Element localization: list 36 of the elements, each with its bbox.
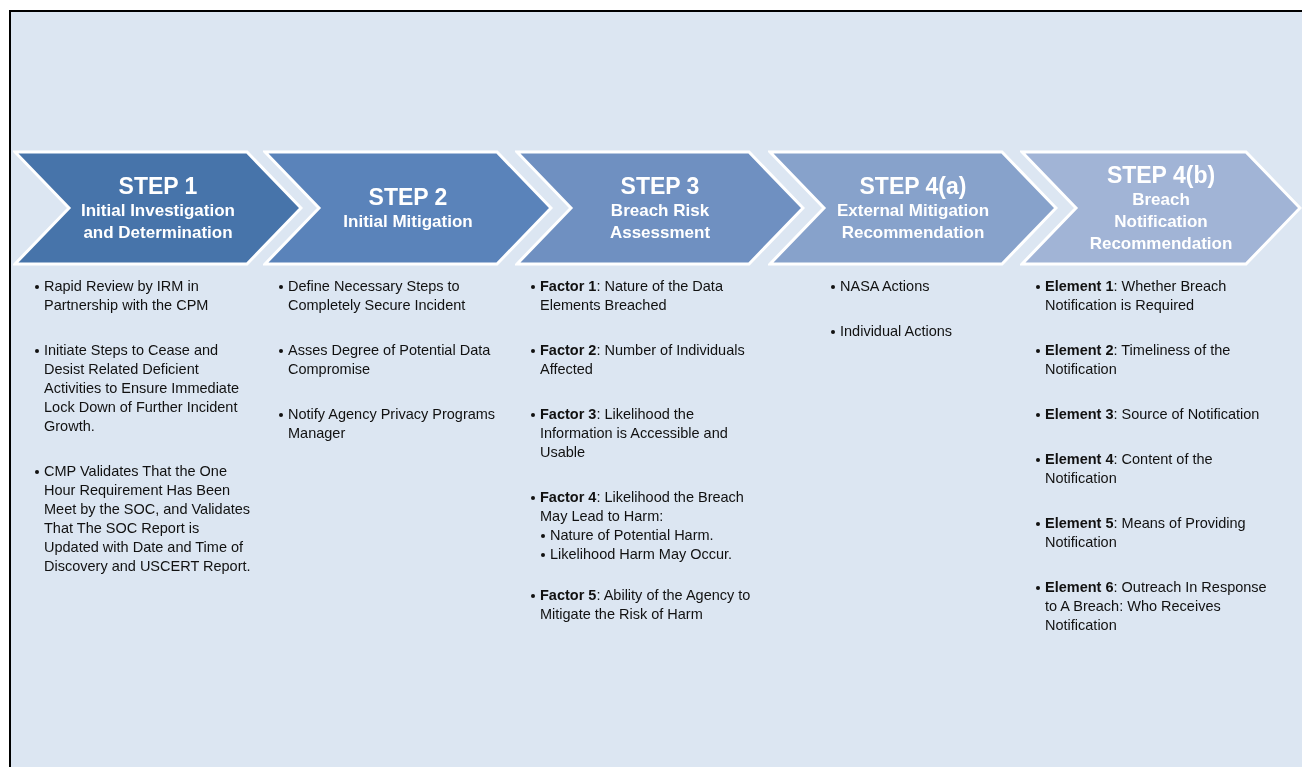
step-title: External Mitigation Recommendation bbox=[836, 200, 990, 244]
bullet-point: Notify Agency Privacy Programs Manager bbox=[279, 405, 499, 443]
bullet-point: Rapid Review by IRM in Partnership with the CPM bbox=[35, 277, 255, 315]
bullet-point: Factor 2: Number of Individuals Affected bbox=[531, 341, 763, 379]
process-step-banner bbox=[768, 150, 1058, 266]
bullet-point: Nature of Potential Harm. bbox=[541, 526, 763, 545]
bullet-point: Initiate Steps to Cease and Desist Related Deficient Activities to Ensure Immediate Lock Down of Further Incident Growth. bbox=[35, 341, 255, 436]
step-title: Breach Notification Recommendation bbox=[1088, 189, 1234, 255]
step-title: Breach Risk Assessment bbox=[608, 200, 712, 244]
step-title: Initial Mitigation bbox=[343, 211, 473, 233]
step-title: Initial Investigation and Determination bbox=[81, 200, 235, 244]
bullet-point: Element 3: Source of Notification bbox=[1036, 405, 1276, 424]
step-number: STEP 1 bbox=[118, 172, 198, 200]
bullet-point: Factor 4: Likelihood the Breach May Lead to Harm: bbox=[531, 488, 763, 526]
step-number: STEP 4(a) bbox=[859, 172, 967, 200]
bullet-point: Asses Degree of Potential Data Compromise bbox=[279, 341, 499, 379]
bullet-point: Factor 1: Nature of the Data Elements Breached bbox=[531, 277, 763, 315]
bullet-point: Likelihood Harm May Occur. bbox=[541, 545, 763, 564]
bullet-point: Define Necessary Steps to Completely Secure Incident bbox=[279, 277, 499, 315]
bullet-point: NASA Actions bbox=[831, 277, 1031, 296]
bullet-point: Element 4: Content of the Notification bbox=[1036, 450, 1276, 488]
step-number: STEP 3 bbox=[620, 172, 700, 200]
process-step-banner bbox=[263, 150, 553, 266]
process-step-banner bbox=[515, 150, 805, 266]
bullet-point: Factor 5: Ability of the Agency to Mitigate the Risk of Harm bbox=[531, 586, 763, 624]
bullet-point: CMP Validates That the One Hour Requirement Has Been Meet by the SOC, and Validates That The SOC Report is Updated with Date and Time of Discovery and USCERT Report. bbox=[35, 462, 255, 576]
bullet-point: Element 5: Means of Providing Notification bbox=[1036, 514, 1276, 552]
bullet-point: Factor 3: Likelihood the Information is Accessible and Usable bbox=[531, 405, 763, 462]
process-step-banner bbox=[1020, 150, 1302, 266]
step-number: STEP 4(b) bbox=[1106, 161, 1216, 189]
bullet-point: Element 1: Whether Breach Notification is Required bbox=[1036, 277, 1276, 315]
step-number: STEP 2 bbox=[368, 183, 448, 211]
bullet-point: Element 6: Outreach In Response to A Breach: Who Receives Notification bbox=[1036, 578, 1276, 635]
bullet-point: Element 2: Timeliness of the Notification bbox=[1036, 341, 1276, 379]
process-step-banner bbox=[13, 150, 303, 266]
bullet-point: Individual Actions bbox=[831, 322, 1031, 341]
